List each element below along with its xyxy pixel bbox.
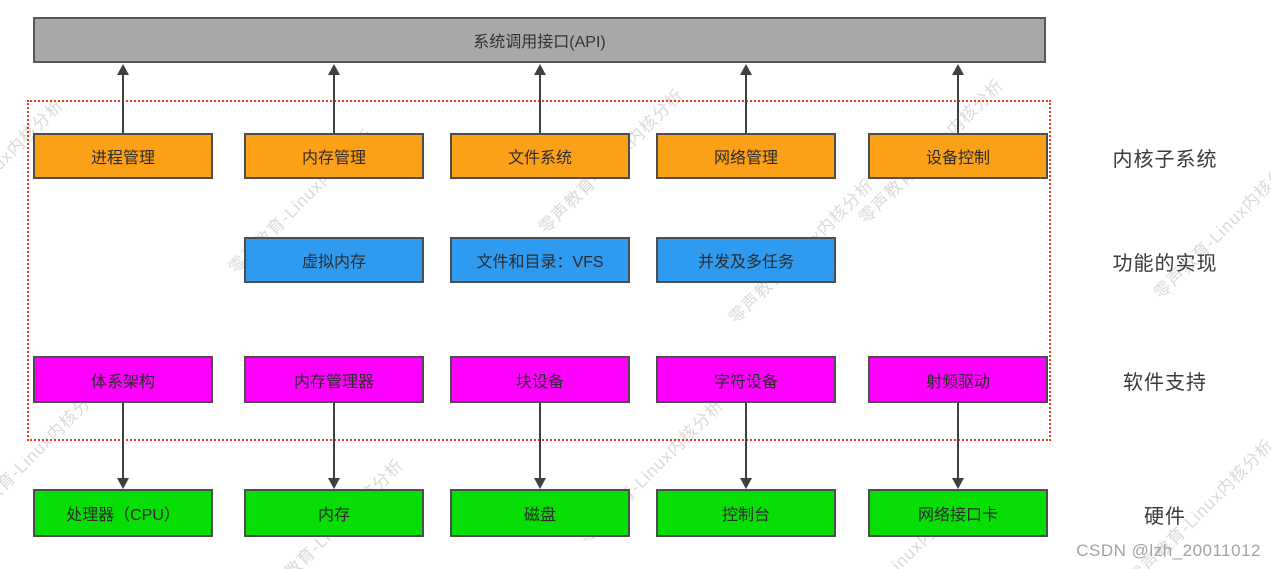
arrow-shaft: [745, 402, 747, 478]
box-device-control: 设备控制: [868, 133, 1048, 179]
arrow-shaft: [333, 75, 335, 134]
arrowhead-icon: [117, 64, 129, 75]
arrow-up-file: [533, 64, 547, 134]
side-label-kernel-subsystems: 内核子系统: [1112, 148, 1218, 171]
arrow-shaft: [122, 75, 124, 134]
box-vfs: 文件和目录：VFS: [450, 237, 630, 283]
arrow-shaft: [539, 402, 541, 478]
box-concurrency: 并发及多任务: [656, 237, 836, 283]
api-bar: 系统调用接口(API): [33, 17, 1046, 63]
arrow-shaft: [122, 402, 124, 478]
arrow-down-nic: [951, 402, 965, 489]
arrowhead-icon: [328, 478, 340, 489]
arrowhead-icon: [117, 478, 129, 489]
box-char-device: 字符设备: [656, 356, 836, 403]
api-bar-label: 系统调用接口(API): [473, 34, 606, 51]
side-label-software-support: 软件支持: [1123, 371, 1207, 394]
csdn-credit: CSDN @lzh_20011012: [1076, 541, 1261, 560]
arrow-shaft: [745, 75, 747, 134]
box-cpu: 处理器（CPU）: [33, 489, 213, 537]
arrowhead-icon: [740, 64, 752, 75]
box-memory-manager: 内存管理器: [244, 356, 424, 403]
arrow-shaft: [539, 75, 541, 134]
arrowhead-icon: [740, 478, 752, 489]
arrow-down-disk: [533, 402, 547, 489]
box-rf-driver: 射频驱动: [868, 356, 1048, 403]
arrow-down-console: [739, 402, 753, 489]
arrow-up-network: [739, 64, 753, 134]
box-memory-hw: 内存: [244, 489, 424, 537]
box-network-management: 网络管理: [656, 133, 836, 179]
arrowhead-icon: [952, 478, 964, 489]
side-label-function-implementation: 功能的实现: [1112, 252, 1218, 275]
box-disk: 磁盘: [450, 489, 630, 537]
box-block-device: 块设备: [450, 356, 630, 403]
arrowhead-icon: [534, 64, 546, 75]
box-file-system: 文件系统: [450, 133, 630, 179]
box-memory-management: 内存管理: [244, 133, 424, 179]
arrow-up-process: [116, 64, 130, 134]
arrow-shaft: [957, 402, 959, 478]
arrow-shaft: [957, 75, 959, 134]
box-architecture: 体系架构: [33, 356, 213, 403]
box-process-management: 进程管理: [33, 133, 213, 179]
box-nic: 网络接口卡: [868, 489, 1048, 537]
box-virtual-memory: 虚拟内存: [244, 237, 424, 283]
arrowhead-icon: [952, 64, 964, 75]
side-label-hardware: 硬件: [1144, 505, 1186, 528]
box-console: 控制台: [656, 489, 836, 537]
arrow-down-cpu: [116, 402, 130, 489]
arrow-shaft: [333, 402, 335, 478]
arrow-up-device: [951, 64, 965, 134]
arrow-down-memory: [327, 402, 341, 489]
arrow-up-memory: [327, 64, 341, 134]
arrowhead-icon: [328, 64, 340, 75]
arrowhead-icon: [534, 478, 546, 489]
